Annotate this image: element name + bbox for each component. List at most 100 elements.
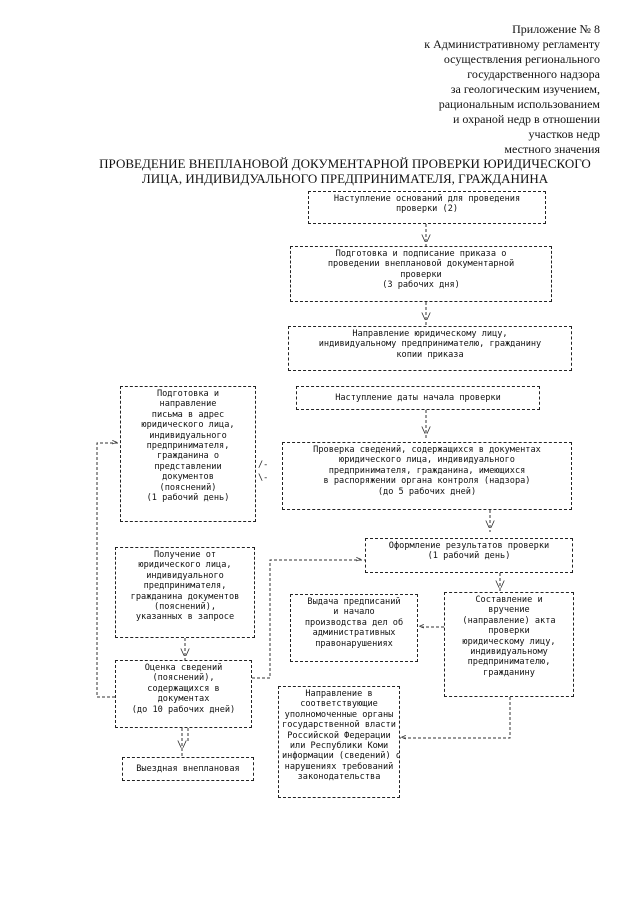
- step-text-line: содержащихся в: [147, 683, 220, 694]
- step-check-info-box: Проверка сведений, содержащихся в докуме…: [282, 442, 572, 510]
- step-text-line: проверки: [488, 626, 530, 637]
- step-text-line: (пояснений),: [153, 602, 217, 613]
- step-text-line: (3 рабочих дня): [382, 280, 460, 291]
- title-line: ЛИЦА, ИНДИВИДУАЛЬНОГО ПРЕДПРИНИМАТЕЛЯ, Г…: [141, 171, 549, 186]
- step-text-line: информации (сведений) о: [282, 751, 400, 762]
- step-text-line: государственной власти: [282, 720, 396, 731]
- bidirectional-arrow-icon: \-: [258, 473, 269, 483]
- step-text-line: индивидуального: [149, 430, 227, 441]
- step-text-line: Направление в: [305, 689, 373, 699]
- step-text-line: Наступление оснований для проведения: [333, 194, 521, 204]
- step-text-line: Получение от: [153, 550, 217, 560]
- step-text-line: (до 10 рабочих дней): [131, 704, 236, 715]
- step-onsite-box: Выездная внеплановая: [122, 757, 254, 781]
- step-order-box: Подготовка и подписание приказа о провед…: [290, 246, 552, 302]
- step-text-line: Российской Федерации: [287, 730, 391, 741]
- step-text-line: проверки: [400, 269, 442, 280]
- step-text-line: документов: [162, 472, 214, 483]
- step-text-line: предпринимателя, гражданина, имеющихся: [328, 465, 526, 476]
- step-text-line: уполномоченные органы: [284, 709, 394, 720]
- step-text-line: проведении внеплановой документарной: [327, 259, 515, 270]
- step-text-line: Направление юридическому лицу,: [352, 329, 508, 339]
- step-text-line: гражданину: [483, 667, 535, 678]
- step-text-line: предпринимателя,: [146, 441, 230, 452]
- step-text-line: гражданина о: [156, 451, 220, 462]
- step-receive-docs-box: Получение от юридического лица, индивиду…: [115, 547, 255, 638]
- arrow-down-icon: \/: [421, 234, 432, 244]
- connector-line: [252, 559, 365, 679]
- arrow-down-icon: \/: [485, 520, 496, 530]
- step-evaluate-box: Оценка сведений (пояснений), содержащихс…: [115, 660, 252, 728]
- step-text-line: в распоряжении органа контроля (надзора): [323, 476, 531, 487]
- step-orders-issue-box: Выдача предписаний и начало производства…: [290, 594, 418, 662]
- arrow-left-icon: <: [401, 733, 407, 743]
- appendix-line: участков недр: [528, 127, 600, 141]
- step-text-line: Подготовка и: [156, 389, 220, 399]
- page-title: ПРОВЕДЕНИЕ ВНЕПЛАНОВОЙ ДОКУМЕНТАРНОЙ ПРО…: [90, 156, 600, 186]
- step-text-line: и начало: [333, 607, 375, 618]
- step-text-line: юридического лица,: [141, 420, 235, 431]
- step-results-box: Оформление результатов проверки (1 рабоч…: [365, 538, 573, 573]
- arrow-down-icon: \/: [177, 740, 188, 750]
- step-text-line: Наступление даты начала проверки: [335, 393, 501, 403]
- step-text-line: Оформление результатов проверки: [388, 541, 550, 551]
- step-text-line: нарушениях требований: [284, 761, 394, 772]
- step-text-line: юридического лица, индивидуального: [339, 455, 515, 466]
- connector-line: [400, 697, 511, 739]
- step-text-line: (до 5 рабочих дней): [377, 486, 477, 497]
- step-text-line: Оценка сведений: [144, 663, 223, 673]
- step-text-line: законодательства: [297, 772, 381, 783]
- arrow-right-icon: >: [356, 555, 362, 565]
- step-text-line: предпринимателя,: [143, 581, 227, 592]
- appendix-line: к Административному регламенту: [424, 37, 600, 51]
- connector-line: [96, 442, 120, 698]
- step-text-line: юридическому лицу,: [462, 636, 556, 647]
- arrow-down-icon: \/: [421, 426, 432, 436]
- appendix-line: местного значения: [504, 142, 600, 156]
- step-text-line: правонарушениях: [315, 638, 393, 649]
- step-text-line: (направление) акта: [462, 615, 556, 626]
- step-text-line: Проверка сведений, содержащихся в докуме…: [313, 445, 541, 455]
- step-text-line: производства дел об: [304, 617, 404, 628]
- appendix-line: рациональным использованием: [438, 97, 600, 111]
- step-letter-box: Подготовка и направление письма в адрес …: [120, 386, 256, 522]
- step-text-line: проверки (2): [395, 204, 459, 215]
- arrow-left-icon: <: [419, 622, 425, 632]
- step-text-line: индивидуальному предпринимателю, граждан…: [318, 339, 542, 350]
- step-text-line: юридического лица,: [138, 560, 232, 571]
- step-text-line: гражданина документов: [130, 591, 240, 602]
- step-text-line: (пояснений),: [152, 673, 215, 684]
- step-text-line: Выдача предписаний: [307, 597, 401, 607]
- arrow-down-icon: \/: [421, 312, 432, 322]
- bidirectional-arrow-icon: /-: [258, 460, 269, 470]
- appendix-header: Приложение № 8 к Административному регла…: [340, 22, 600, 157]
- step-act-box: Составление и вручение (направление) акт…: [444, 592, 574, 697]
- step-start-date-box: Наступление даты начала проверки: [296, 386, 540, 410]
- appendix-line: и охраной недр в отношении: [453, 112, 600, 126]
- arrow-down-icon: \/: [495, 580, 506, 590]
- step-text-line: (пояснений): [159, 482, 217, 493]
- step-text-line: или Республики Коми: [289, 741, 389, 752]
- arrow-down-icon: \/: [180, 648, 191, 658]
- step-text-line: (1 рабочий день): [146, 493, 230, 504]
- step-text-line: индивидуального: [146, 570, 224, 581]
- step-text-line: индивидуальному: [470, 647, 548, 658]
- title-line: ПРОВЕДЕНИЕ ВНЕПЛАНОВОЙ ДОКУМЕНТАРНОЙ ПРО…: [99, 156, 591, 171]
- step-text-line: Подготовка и подписание приказа о: [335, 249, 507, 259]
- step-text-line: Составление и: [475, 595, 543, 605]
- step-text-line: направление: [159, 399, 217, 410]
- step-text-line: указанных в запросе: [135, 612, 235, 623]
- step-text-line: Выездная внеплановая: [136, 764, 240, 774]
- step-authorities-box: Направление в соответствующие уполномоче…: [278, 686, 400, 798]
- step-grounds-box: Наступление оснований для проведения про…: [308, 191, 546, 224]
- appendix-line: за геологическим изучением,: [450, 82, 600, 96]
- step-text-line: административных: [312, 628, 396, 639]
- appendix-line: осуществления регионального: [443, 52, 600, 66]
- step-send-order-box: Направление юридическому лицу, индивидуа…: [288, 326, 572, 371]
- step-text-line: представлении: [154, 461, 222, 472]
- step-text-line: предпринимателю,: [467, 657, 551, 668]
- step-text-line: (1 рабочий день): [427, 551, 511, 562]
- appendix-line: Приложение № 8: [512, 22, 600, 36]
- arrow-right-icon: >: [112, 438, 118, 448]
